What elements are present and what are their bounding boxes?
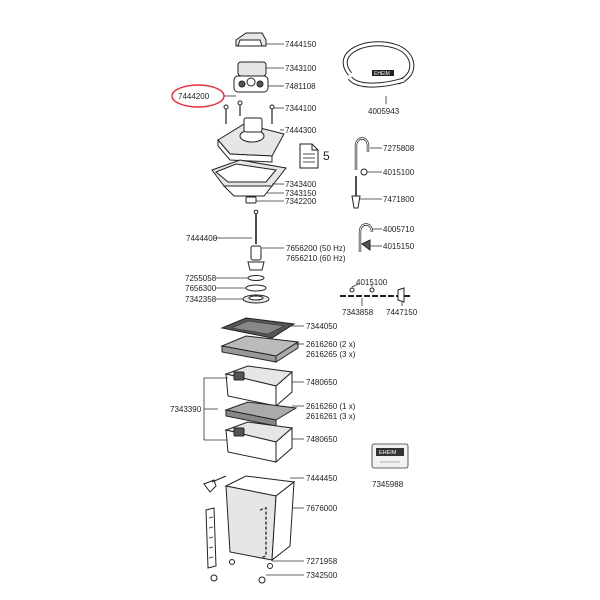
part-hose[interactable]: EHEIM: [342, 41, 415, 88]
part-filter-grid[interactable]: [220, 317, 296, 339]
label-7255058: 7255058: [185, 274, 217, 283]
label-7447150: 7447150: [386, 308, 418, 317]
packet-brand-text: EHEIM: [379, 450, 397, 456]
part-spray-bar[interactable]: [340, 287, 410, 303]
label-2616265-3x: 2616265 (3 x): [306, 350, 356, 359]
label-7343150: 7343150: [285, 189, 317, 198]
label-7480650-upper: 7480650: [306, 378, 338, 387]
manual-document-icon[interactable]: [299, 143, 319, 169]
label-7480650-lower: 7480650: [306, 435, 338, 444]
part-oring-7342200[interactable]: [245, 196, 257, 204]
label-7656200: 7656200 (50 Hz): [286, 244, 346, 253]
label-7471800: 7471800: [383, 195, 415, 204]
bracket-7343390: [203, 377, 228, 441]
label-4005710: 4005710: [383, 225, 415, 234]
label-7343390: 7343390: [170, 405, 202, 414]
label-7342200: 7342200: [285, 197, 317, 206]
part-side-strip[interactable]: [205, 507, 217, 569]
part-screws[interactable]: [223, 100, 275, 124]
label-7444200[interactable]: 7444200: [178, 92, 210, 101]
label-4015100-a: 4015100: [383, 168, 415, 177]
label-7343100: 7343100: [285, 64, 317, 73]
label-7344100: 7344100: [285, 104, 317, 113]
label-7444450: 7444450: [306, 474, 338, 483]
label-2616260-1x: 2616260 (1 x): [306, 402, 356, 411]
label-7343858: 7343858: [342, 308, 374, 317]
label-7343400: 7343400: [285, 180, 317, 189]
label-7481108: 7481108: [285, 82, 316, 91]
label-7275808: 7275808: [383, 144, 415, 153]
label-2616260-2x: 2616260 (2 x): [306, 340, 356, 349]
part-canister[interactable]: [224, 475, 296, 562]
label-7444400: 7444400: [186, 234, 218, 243]
label-manual-5: 5: [323, 149, 330, 163]
part-intake-pipe[interactable]: [358, 223, 374, 253]
part-seal-7255058[interactable]: [247, 275, 265, 281]
hose-brand-text: EHEIM: [374, 71, 390, 77]
label-4015150: 4015150: [383, 242, 415, 251]
label-7656210: 7656210 (60 Hz): [286, 254, 346, 263]
label-7344050: 7344050: [306, 322, 338, 331]
part-filter-basket-upper[interactable]: [224, 365, 294, 408]
part-filter-basket-lower[interactable]: [224, 421, 294, 464]
part-feet[interactable]: [210, 559, 273, 584]
part-impeller[interactable]: [247, 209, 265, 271]
label-7656300: 7656300: [185, 284, 217, 293]
part-handle-clamp[interactable]: [235, 32, 267, 47]
label-7444150: 7444150: [285, 40, 317, 49]
label-7342358: 7342358: [185, 295, 217, 304]
label-7444300: 7444300: [285, 126, 317, 135]
part-clip-7444450[interactable]: [203, 475, 227, 493]
label-7676000: 7676000: [306, 504, 338, 513]
label-7342500: 7342500: [306, 571, 338, 580]
label-7271958: 7271958: [306, 557, 338, 566]
part-filter-pads-top[interactable]: [220, 335, 300, 363]
part-valve-head[interactable]: [233, 61, 269, 93]
label-4015100-b: 4015100: [356, 278, 388, 287]
part-media-packet[interactable]: EHEIM: [371, 443, 409, 469]
label-7345988: 7345988: [372, 480, 404, 489]
label-4005943: 4005943: [368, 107, 400, 116]
part-ring-7342358[interactable]: [242, 294, 270, 304]
part-outflow-pipe[interactable]: [351, 137, 370, 209]
part-filter-pads-middle[interactable]: [224, 401, 298, 427]
part-pump-housing[interactable]: [211, 159, 287, 197]
label-2616261-3x: 2616261 (3 x): [306, 412, 356, 421]
part-pump-head[interactable]: [217, 117, 285, 163]
part-seal-7656300[interactable]: [245, 284, 267, 292]
